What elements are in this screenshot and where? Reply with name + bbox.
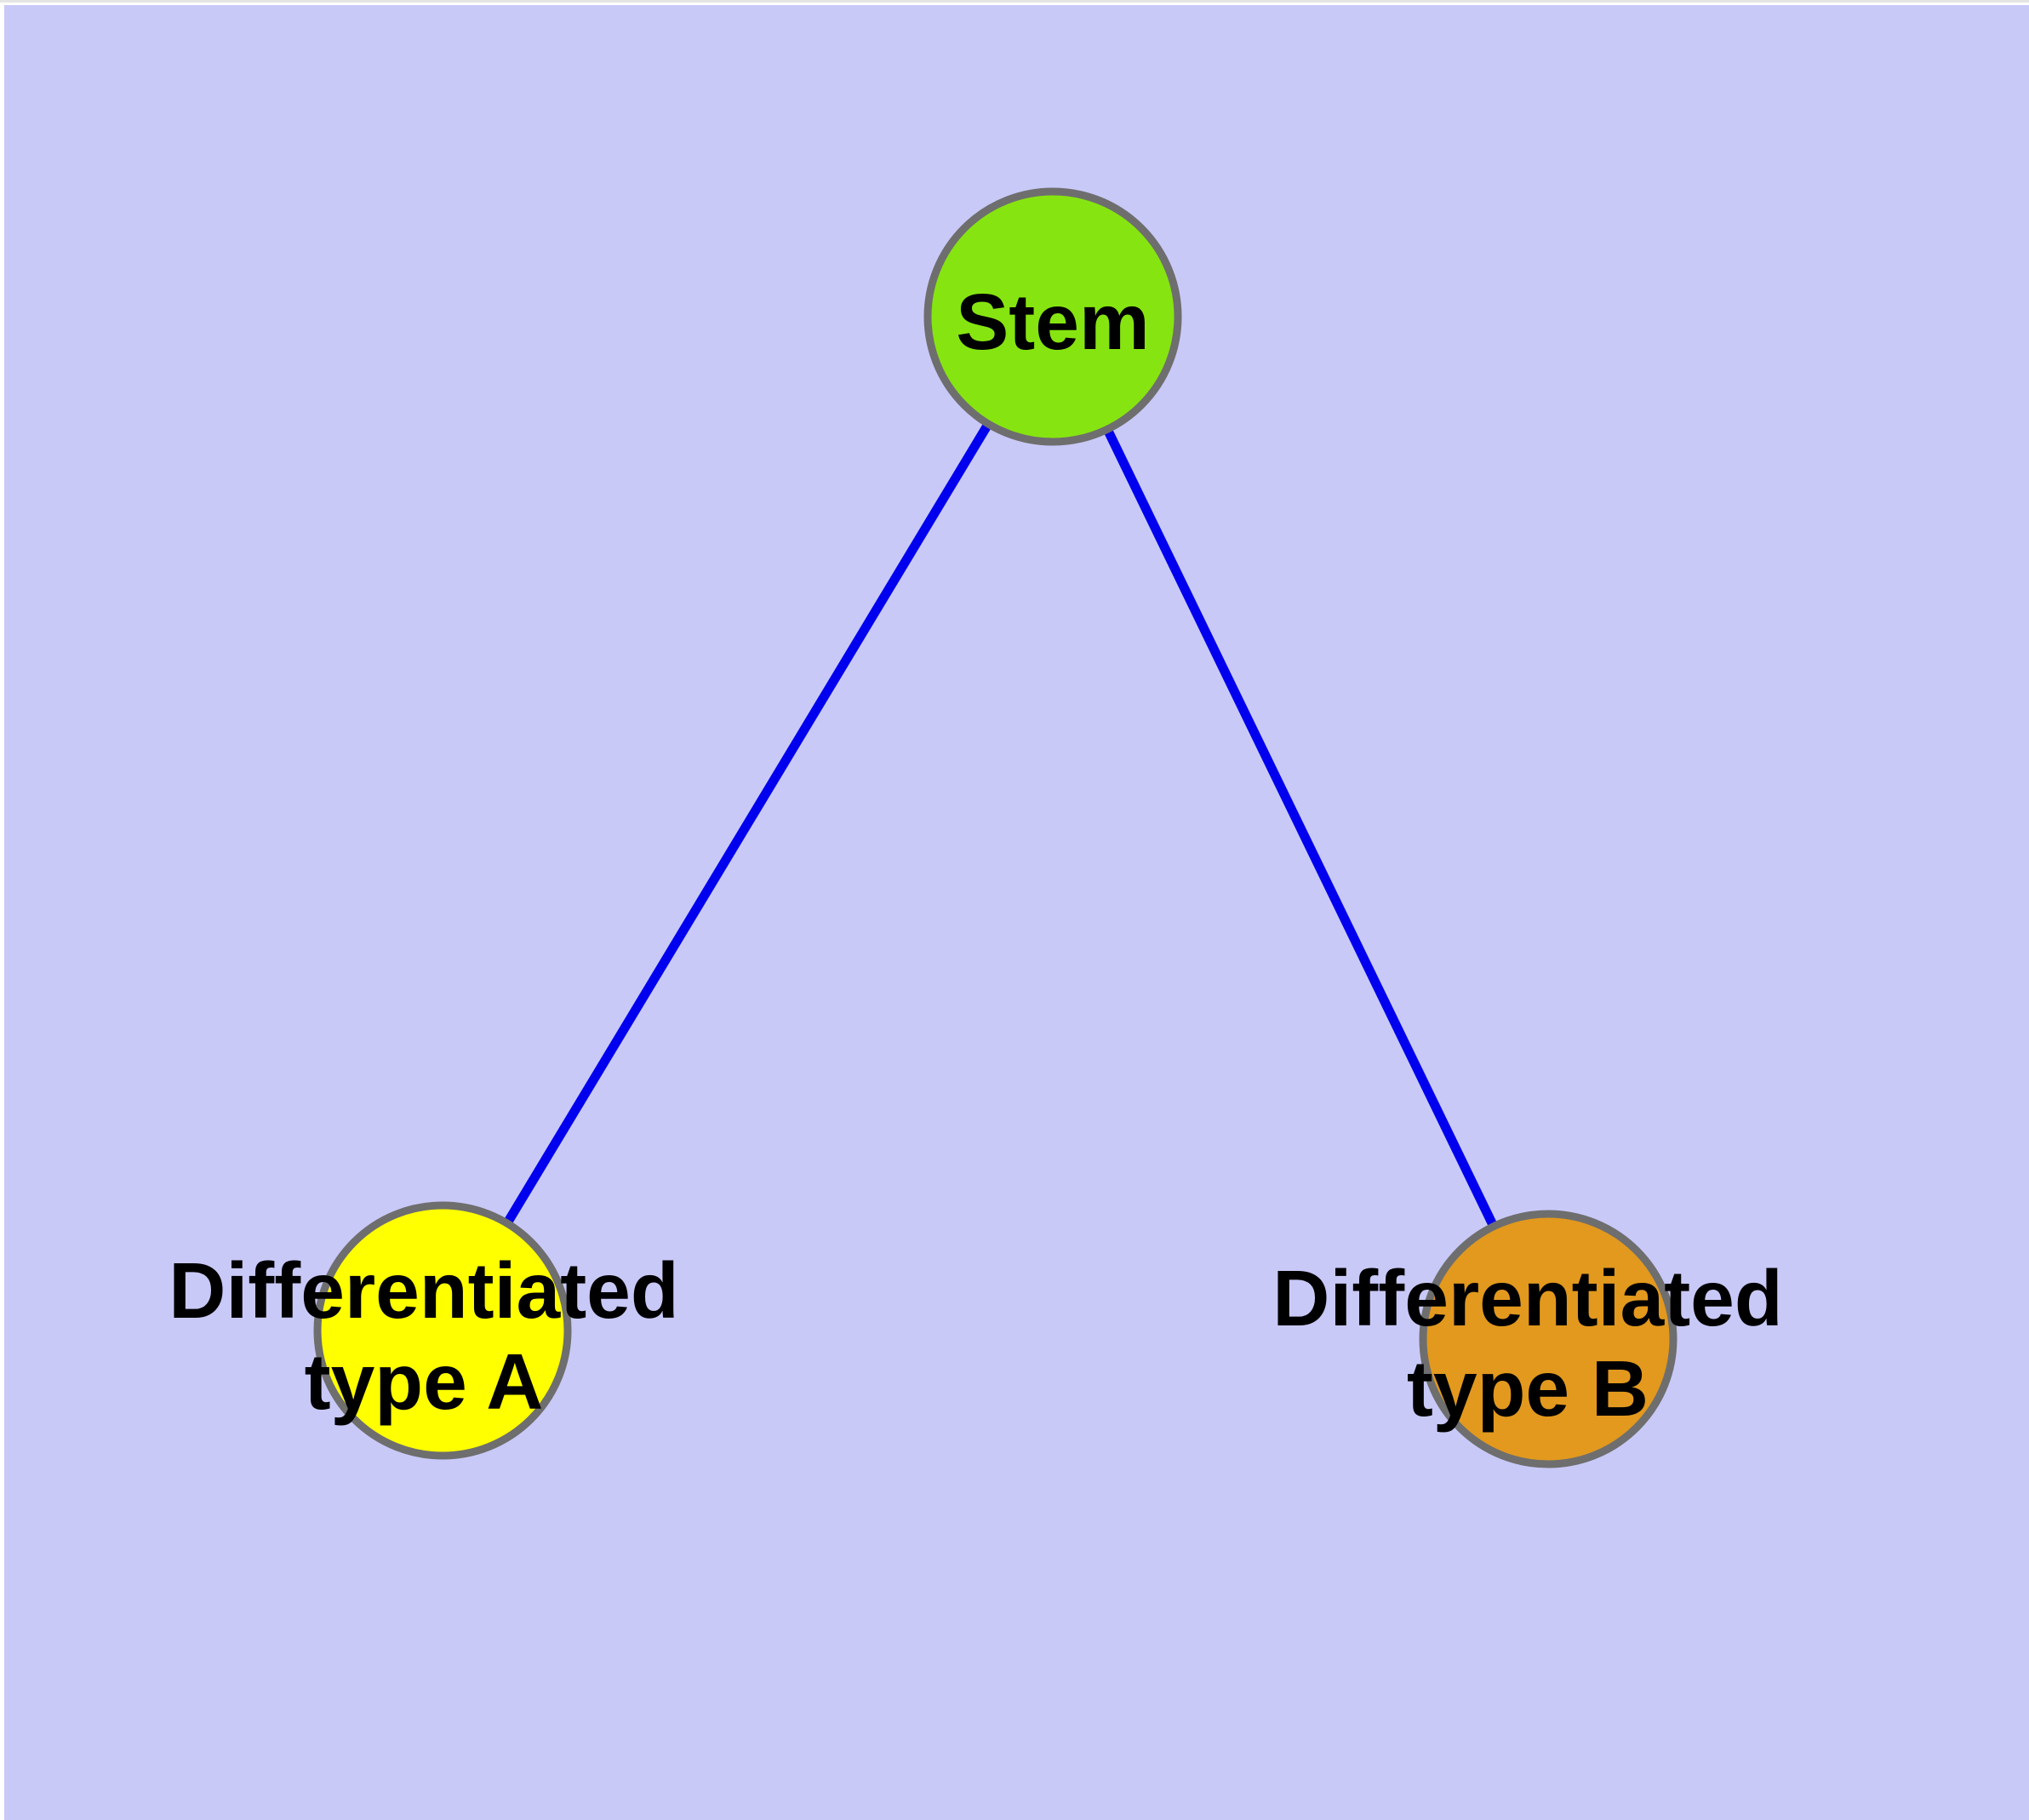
node-stem-label: Stem xyxy=(956,278,1149,366)
node-differentiated-type-b xyxy=(1419,1210,1677,1468)
window-top-border xyxy=(0,0,2029,3)
node-differentiated-type-a-label-line2: type A xyxy=(305,1337,544,1426)
node-differentiated-type-a xyxy=(313,1201,572,1460)
node-differentiated-type-b-label-line2: type B xyxy=(1407,1344,1649,1433)
node-stem xyxy=(923,187,1182,446)
node-differentiated-type-b-label-line1: Differentiated xyxy=(1272,1254,1782,1342)
edge-stem-to-type-b xyxy=(1049,314,1552,1342)
graph-canvas: Stem Differentiated type A Differentiate… xyxy=(4,5,2029,1820)
edge-stem-to-type-a xyxy=(438,314,1057,1333)
node-differentiated-type-a-label-line1: Differentiated xyxy=(169,1246,678,1335)
